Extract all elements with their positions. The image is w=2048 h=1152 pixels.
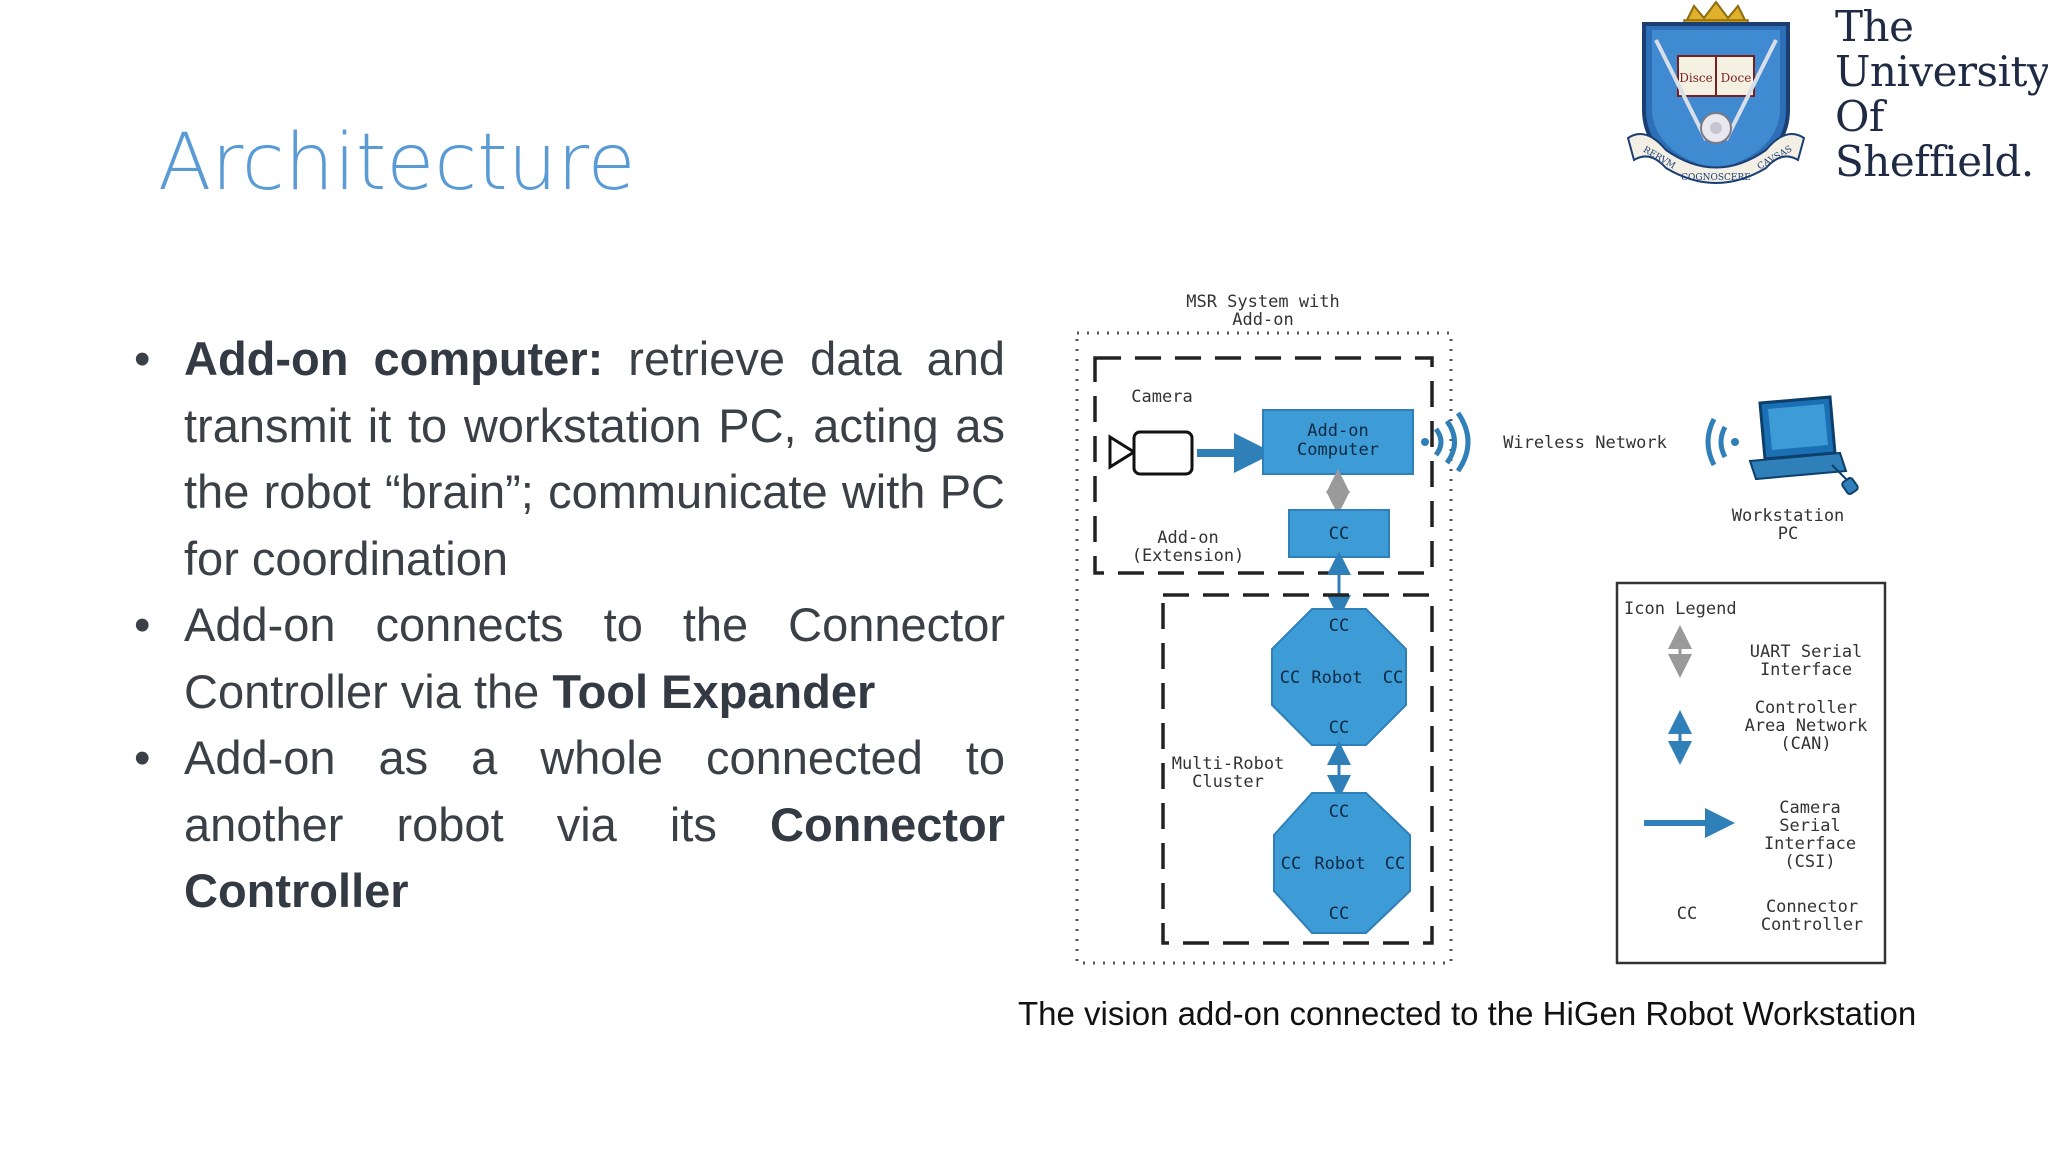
crest-motto-left: Disce bbox=[1679, 71, 1712, 85]
diagram-caption: The vision add-on connected to the HiGen… bbox=[1018, 995, 1917, 1032]
robot-1-label: Robot bbox=[1311, 668, 1362, 688]
bullet-list: Add-on computer: retrieve data and trans… bbox=[130, 326, 1005, 925]
bullet-text: Add-on connects to the Connector Control… bbox=[184, 598, 1005, 718]
addon-computer-label: Computer bbox=[1297, 440, 1379, 460]
robot-1-cc-left: CC bbox=[1280, 668, 1300, 688]
robot-2-cc-bottom: CC bbox=[1329, 904, 1349, 924]
multi-robot-cluster-box bbox=[1161, 593, 1434, 945]
legend-csi-label: Serial bbox=[1779, 816, 1840, 836]
robot-2-label: Robot bbox=[1314, 854, 1365, 874]
workstation-label: Workstation bbox=[1732, 506, 1845, 526]
addon-computer-label: Add-on bbox=[1307, 421, 1368, 441]
legend-can-label: (CAN) bbox=[1780, 734, 1831, 754]
bullet-bold-lead: Add-on computer: bbox=[184, 332, 604, 385]
robot-1-octagon bbox=[1271, 608, 1407, 746]
university-name: The University Of Sheffield. bbox=[1835, 4, 2048, 184]
legend-uart-label: Interface bbox=[1760, 660, 1852, 680]
robot-2-cc-left: CC bbox=[1281, 854, 1301, 874]
legend-title: Icon Legend bbox=[1624, 599, 1737, 619]
legend-can-label: Controller bbox=[1755, 698, 1857, 718]
bullet-item: Add-on as a whole connected to another r… bbox=[130, 725, 1005, 925]
university-name-line: Sheffield. bbox=[1835, 137, 2034, 186]
cluster-label: Multi-Robot bbox=[1172, 754, 1285, 774]
wireless-signal-icon bbox=[1421, 411, 1471, 473]
legend-csi-label: (CSI) bbox=[1784, 852, 1835, 872]
bullet-item: Add-on computer: retrieve data and trans… bbox=[130, 326, 1005, 592]
workstation-pc-icon bbox=[1705, 395, 1859, 495]
addon-extension-label: Add-on bbox=[1157, 528, 1218, 548]
university-name-line: University bbox=[1835, 47, 2048, 96]
bullet-text: Add-on as a whole connected to another r… bbox=[184, 731, 1005, 851]
icon-legend-box bbox=[1615, 581, 1887, 965]
camera-icon bbox=[1108, 430, 1194, 476]
university-name-line: Of bbox=[1835, 92, 1884, 141]
legend-csi-label: Camera bbox=[1779, 798, 1840, 818]
bullet-text: retrieve data and transmit it to worksta… bbox=[184, 332, 1005, 585]
cluster-label: Cluster bbox=[1192, 772, 1264, 792]
university-name-line: The bbox=[1835, 2, 1914, 51]
legend-csi-label: Interface bbox=[1764, 834, 1856, 854]
bullet-item: Add-on connects to the Connector Control… bbox=[130, 592, 1005, 725]
system-boundary bbox=[1075, 331, 1453, 965]
crest-motto-right: Doce bbox=[1721, 71, 1752, 85]
bullet-bold-term: Tool Expander bbox=[552, 664, 876, 718]
robot-1-cc-bottom: CC bbox=[1329, 718, 1349, 738]
robot-2-cc-top: CC bbox=[1329, 802, 1349, 822]
slide-title: Architecture bbox=[158, 118, 636, 208]
camera-label: Camera bbox=[1131, 387, 1192, 407]
legend-uart-label: UART Serial bbox=[1750, 642, 1863, 662]
architecture-diagram: MSR System with Add-on Camera Add-on Com… bbox=[1075, 292, 1887, 965]
wireless-network-label: Wireless Network bbox=[1503, 433, 1667, 453]
robot-2-octagon bbox=[1273, 792, 1411, 934]
legend-cc-label: Controller bbox=[1761, 915, 1863, 935]
robot-1-cc-right: CC bbox=[1383, 668, 1403, 688]
workstation-label: PC bbox=[1778, 524, 1798, 544]
addon-extension-label: (Extension) bbox=[1132, 546, 1245, 566]
crest-scroll-middle: COGNOSCERE bbox=[1681, 173, 1751, 183]
university-crest-logo: Disce Doce RERVM COGNOSCERE CAVSAS bbox=[1626, 0, 1806, 184]
legend-can-label: Area Network bbox=[1745, 716, 1868, 736]
legend-cc-label: Connector bbox=[1766, 897, 1858, 917]
legend-cc-symbol: CC bbox=[1677, 904, 1697, 924]
addon-cc-box bbox=[1288, 509, 1390, 558]
bullet-bold-term: Connector Controller bbox=[184, 797, 1005, 918]
addon-extension-box bbox=[1093, 356, 1434, 575]
system-label: MSR System with bbox=[1186, 292, 1340, 312]
robot-2-cc-right: CC bbox=[1385, 854, 1405, 874]
system-label: Add-on bbox=[1232, 310, 1293, 330]
addon-computer-box bbox=[1262, 409, 1414, 475]
robot-1-cc-top: CC bbox=[1329, 616, 1349, 636]
addon-cc-label: CC bbox=[1329, 524, 1349, 544]
